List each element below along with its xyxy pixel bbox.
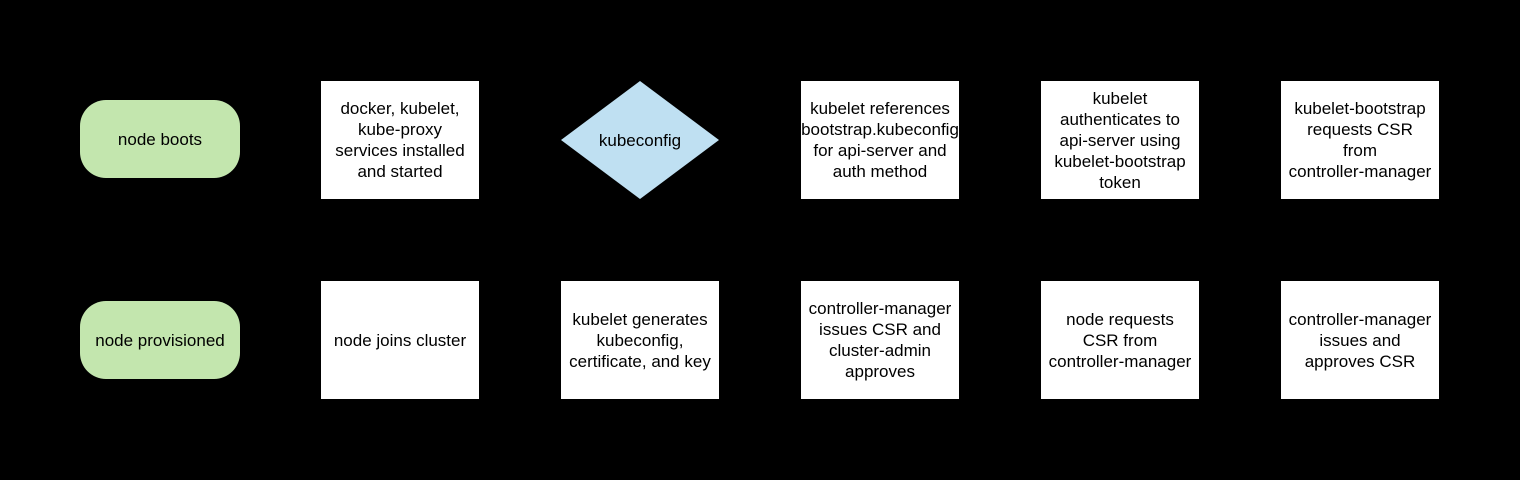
node-label: node provisioned <box>95 330 225 350</box>
node-label: controller-manager issues CSR and cluste… <box>808 299 952 381</box>
process-node-requests-csr: node requests CSR from controller-manage… <box>1041 281 1199 399</box>
node-label: kubelet-bootstrap requests CSR from cont… <box>1288 99 1432 181</box>
node-label: kubelet authenticates to api-server usin… <box>1054 88 1186 192</box>
node-label: kubelet references bootstrap.kubeconfig … <box>801 99 959 181</box>
process-cm-issues-admin-approves: controller-manager issues CSR and cluste… <box>801 281 959 399</box>
node-label: node joins cluster <box>333 330 467 350</box>
process-node-joins-cluster: node joins cluster <box>321 281 479 399</box>
decision-kubeconfig: kubeconfig <box>561 81 719 199</box>
process-references-bootstrap-kubeconfig: kubelet references bootstrap.kubeconfig … <box>801 81 959 199</box>
node-label: controller-manager issues and approves C… <box>1288 309 1432 371</box>
node-label: node requests CSR from controller-manage… <box>1048 309 1192 371</box>
node-label: node boots <box>117 129 203 149</box>
terminator-node-provisioned: node provisioned <box>80 301 240 379</box>
node-label: kubeconfig <box>598 130 682 150</box>
process-cm-issues-and-approves: controller-manager issues and approves C… <box>1281 281 1439 399</box>
process-generates-kubeconfig: kubelet generates kubeconfig, certificat… <box>561 281 719 399</box>
node-label: docker, kubelet, kube-proxy services ins… <box>335 99 465 181</box>
process-authenticates-with-token: kubelet authenticates to api-server usin… <box>1041 81 1199 199</box>
process-bootstrap-requests-csr: kubelet-bootstrap requests CSR from cont… <box>1281 81 1439 199</box>
terminator-node-boots: node boots <box>80 100 240 178</box>
node-label: kubelet generates kubeconfig, certificat… <box>569 309 711 371</box>
process-services-installed: docker, kubelet, kube-proxy services ins… <box>321 81 479 199</box>
